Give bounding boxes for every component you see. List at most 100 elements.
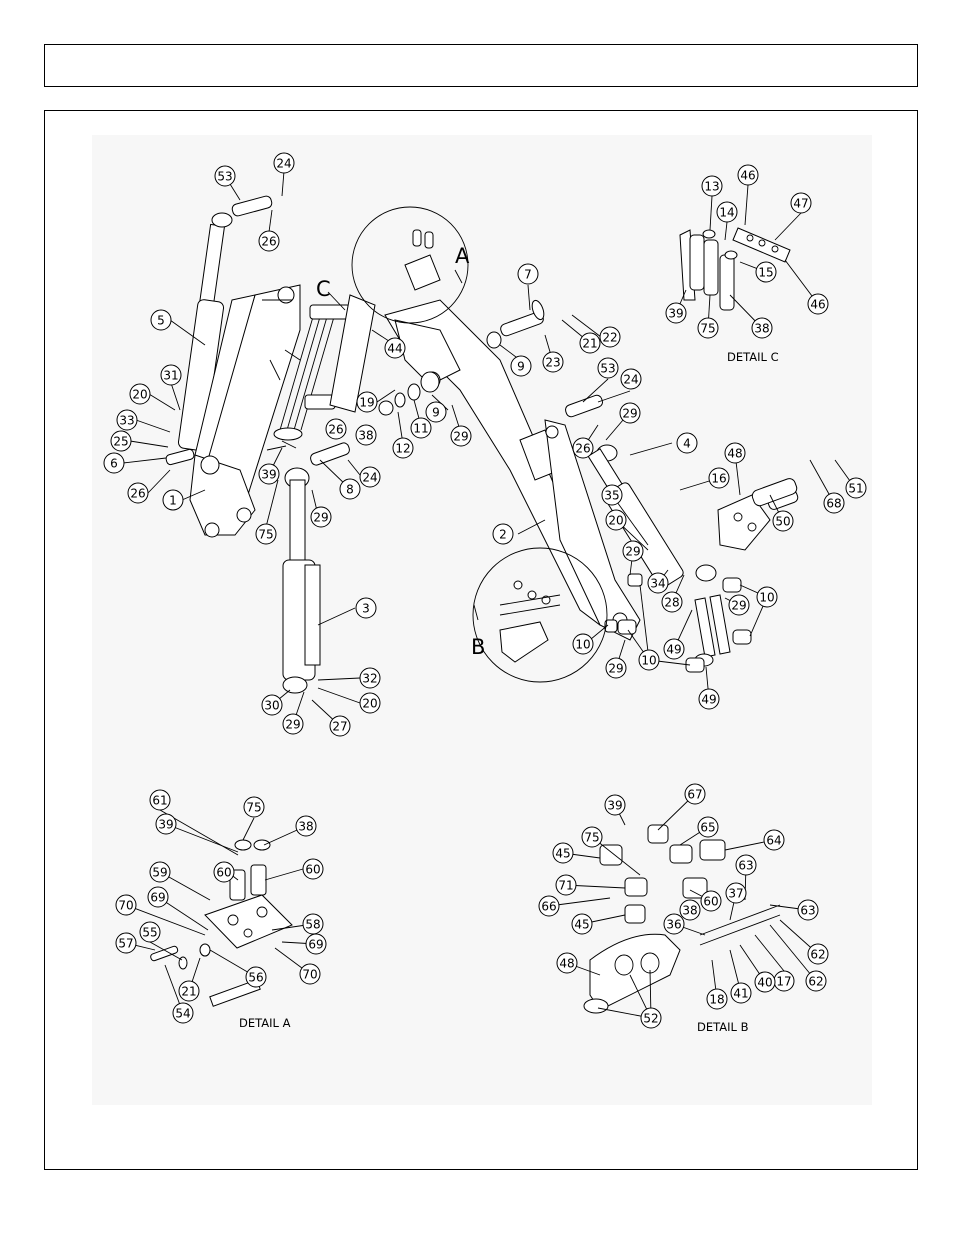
callout-number: 10 (759, 591, 774, 605)
callout-circle (845, 477, 867, 499)
callout-c53a: 53 (214, 165, 236, 187)
callout-number: 21 (582, 337, 597, 351)
callout-number: 14 (719, 206, 734, 220)
callout-b67: 67 (684, 783, 706, 805)
callout-number: 35 (604, 489, 619, 503)
callout-c10c: 10 (572, 633, 594, 655)
callout-c23: 23 (542, 351, 564, 373)
callout-b18: 18 (706, 988, 728, 1010)
callout-c33: 33 (116, 409, 138, 431)
callout-number: 32 (362, 672, 377, 686)
callout-number: 60 (703, 895, 718, 909)
callout-a57: 57 (115, 932, 137, 954)
callout-number: 62 (808, 975, 823, 989)
callout-circle (538, 895, 560, 917)
callout-b37: 37 (725, 882, 747, 904)
callout-circle (115, 932, 137, 954)
callout-d13: 13 (701, 175, 723, 197)
callout-b62b: 62 (805, 970, 827, 992)
callout-circle (295, 815, 317, 837)
callout-c75a: 75 (255, 523, 277, 545)
callout-number: 56 (248, 971, 263, 985)
callout-b45b: 45 (571, 913, 593, 935)
callout-number: 60 (305, 863, 320, 877)
callout-circle (728, 594, 750, 616)
callout-circle (325, 418, 347, 440)
callout-d38: 38 (751, 317, 773, 339)
callout-number: 31 (163, 369, 178, 383)
callout-circle (708, 467, 730, 489)
callout-circle (790, 192, 812, 214)
callout-number: 38 (754, 322, 769, 336)
callout-circle (706, 988, 728, 1010)
callout-c29d: 29 (619, 402, 641, 424)
callout-c21a: 21 (579, 332, 601, 354)
callout-c10b: 10 (638, 649, 660, 671)
callout-circle (492, 523, 514, 545)
callout-circle (679, 899, 701, 921)
callout-c25: 25 (110, 430, 132, 452)
callout-c8: 8 (339, 478, 361, 500)
callout-number: 7 (524, 268, 532, 282)
callout-c39a: 39 (258, 463, 280, 485)
callout-circle (213, 861, 235, 883)
callout-c53b: 53 (597, 357, 619, 379)
callout-b62a: 62 (807, 943, 829, 965)
detail-view-circle-a (351, 206, 469, 324)
callout-b71: 71 (555, 874, 577, 896)
callout-c20c: 20 (605, 509, 627, 531)
callout-circle (359, 466, 381, 488)
callout-a69a: 69 (147, 886, 169, 908)
callout-circle (684, 783, 706, 805)
callout-number: 28 (664, 596, 679, 610)
callout-number: 39 (261, 468, 276, 482)
callout-c1: 1 (162, 489, 184, 511)
callout-circle (725, 882, 747, 904)
detail-b-label: DETAIL B (697, 1020, 749, 1034)
callout-circle (299, 963, 321, 985)
detail-b-geometry (583, 824, 781, 1014)
callout-c34: 34 (647, 572, 669, 594)
callout-circle (359, 692, 381, 714)
callout-c38a: 38 (355, 424, 377, 446)
callout-circle (273, 152, 295, 174)
callout-number: 29 (313, 511, 328, 525)
callout-number: 26 (130, 487, 145, 501)
callout-circle (698, 688, 720, 710)
callout-circle (155, 813, 177, 835)
callout-a39: 39 (155, 813, 177, 835)
callout-c19: 19 (356, 391, 378, 413)
callout-circle (697, 816, 719, 838)
callout-circle (129, 383, 151, 405)
callout-number: 29 (285, 718, 300, 732)
callout-b52: 52 (640, 1007, 662, 1029)
callout-circle (178, 980, 200, 1002)
view-letter-a: A (455, 244, 470, 268)
spacers (378, 331, 502, 416)
callout-a70b: 70 (299, 963, 321, 985)
callout-c50: 50 (772, 510, 794, 532)
callout-c26a: 26 (258, 230, 280, 252)
hoses (273, 304, 351, 441)
callout-circle (139, 921, 161, 943)
callout-number: 27 (332, 720, 347, 734)
detail-view-circle-b (472, 547, 608, 683)
callout-circle (542, 351, 564, 373)
callout-number: 41 (733, 987, 748, 1001)
callout-number: 75 (584, 831, 599, 845)
callout-circle (149, 861, 171, 883)
callout-number: 39 (607, 799, 622, 813)
callout-number: 33 (119, 414, 134, 428)
callout-number: 12 (395, 442, 410, 456)
callout-c26c: 26 (325, 418, 347, 440)
callout-c22: 22 (599, 326, 621, 348)
callout-c5: 5 (150, 309, 172, 331)
callout-circle (619, 402, 641, 424)
callout-circle (701, 175, 723, 197)
callout-circle (663, 913, 685, 935)
callout-circle (805, 970, 827, 992)
callout-b66: 66 (538, 895, 560, 917)
callout-circle (356, 391, 378, 413)
callout-c26b: 26 (127, 482, 149, 504)
